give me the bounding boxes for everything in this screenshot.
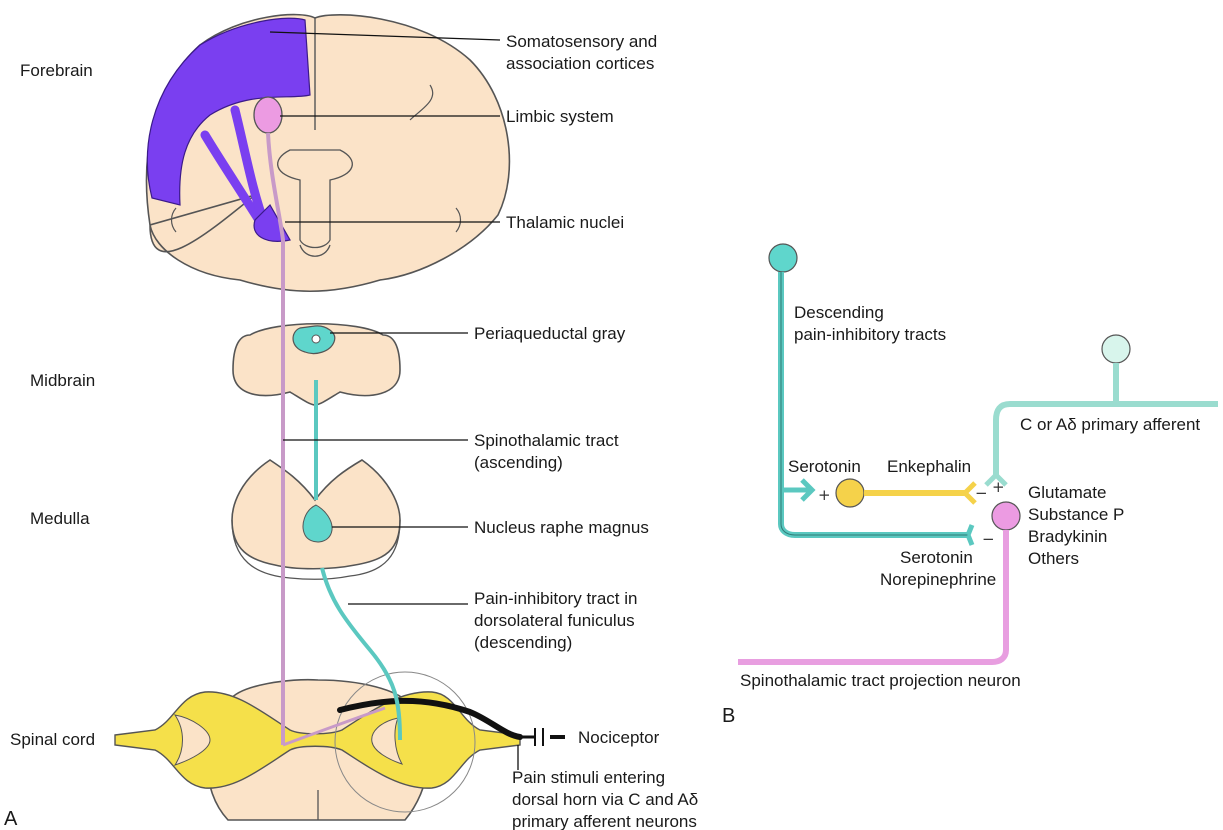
label-cortices-1: Somatosensory and: [506, 32, 657, 51]
label-descending-1: Descending: [794, 303, 884, 322]
label-nociceptor: Nociceptor: [578, 728, 660, 747]
label-midbrain: Midbrain: [30, 371, 95, 390]
label-spinothalamic-2: (ascending): [474, 453, 563, 472]
panel-b: + − + − Descending pain-inhibitory tract…: [722, 244, 1218, 727]
sign-minus-enkephalin: −: [975, 484, 988, 502]
label-substance-p: Substance P: [1028, 505, 1124, 524]
spinal-cord-section: [115, 672, 565, 820]
sign-minus-serotonin: −: [982, 530, 995, 548]
afferent-neuron-body: [1102, 335, 1130, 363]
label-medulla: Medulla: [30, 509, 90, 528]
label-glutamate: Glutamate: [1028, 483, 1106, 502]
panel-letter-a: A: [4, 808, 18, 830]
forebrain-section: [147, 15, 510, 292]
label-pag: Periaqueductal gray: [474, 324, 626, 343]
label-forebrain: Forebrain: [20, 61, 93, 80]
label-cortices-2: association cortices: [506, 54, 654, 73]
label-limbic: Limbic system: [506, 107, 614, 126]
descending-neuron-body: [769, 244, 797, 272]
label-serotonin-top: Serotonin: [788, 457, 861, 476]
serotonin-terminal-bottom: [968, 525, 972, 545]
label-descending-2: pain-inhibitory tracts: [794, 325, 946, 344]
cerebral-aqueduct: [312, 335, 320, 343]
label-serotonin-bottom: Serotonin: [900, 548, 973, 567]
sign-plus-afferent: +: [992, 478, 1005, 496]
label-spinothalamic-1: Spinothalamic tract: [474, 431, 619, 450]
label-thalamic: Thalamic nuclei: [506, 213, 624, 232]
sign-plus-serotonin: +: [818, 486, 831, 504]
enkephalin-neuron-body: [836, 479, 864, 507]
label-bradykinin: Bradykinin: [1028, 527, 1107, 546]
label-stimuli-1: Pain stimuli entering: [512, 768, 665, 787]
enkephalin-terminal: [965, 483, 975, 503]
label-raphe: Nucleus raphe magnus: [474, 518, 649, 537]
label-enkephalin: Enkephalin: [887, 457, 971, 476]
label-spinal-cord: Spinal cord: [10, 730, 95, 749]
serotonin-terminal-top: [783, 480, 812, 500]
label-afferent: C or Aδ primary afferent: [1020, 415, 1200, 434]
panel-letter-b: B: [722, 705, 735, 727]
label-inhibitory-1: Pain-inhibitory tract in: [474, 589, 637, 608]
label-inhibitory-3: (descending): [474, 633, 572, 652]
label-norepinephrine: Norepinephrine: [880, 570, 996, 589]
label-stimuli-3: primary afferent neurons: [512, 812, 697, 830]
label-projection-neuron: Spinothalamic tract projection neuron: [740, 671, 1021, 690]
label-inhibitory-2: dorsolateral funiculus: [474, 611, 635, 630]
label-others: Others: [1028, 549, 1079, 568]
label-stimuli-2: dorsal horn via C and Aδ: [512, 790, 698, 809]
limbic-system: [254, 97, 282, 133]
projection-neuron-body: [992, 502, 1020, 530]
